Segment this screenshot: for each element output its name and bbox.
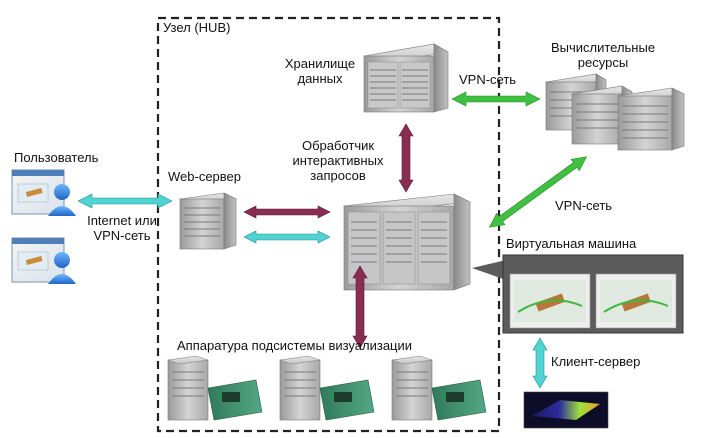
client-server-label: Клиент-сервер <box>551 354 641 369</box>
vpn-top-arrow <box>451 91 541 107</box>
compute-server-icon <box>617 87 685 151</box>
viz-server-icon <box>391 355 487 421</box>
hub-label: Узел (HUB) <box>163 20 231 35</box>
vpn-top-label: VPN-сеть <box>459 72 517 87</box>
viz-server-icon <box>279 355 375 421</box>
vpn-right-arrow <box>488 156 588 228</box>
storage-label: Хранилище данных <box>284 56 356 86</box>
viz-label: Аппаратура подсистемы визуализации <box>177 338 413 353</box>
vm-label: Виртуальная машина <box>506 236 637 251</box>
handler-server-icon <box>342 193 472 291</box>
user-label: Пользователь <box>14 150 99 165</box>
user-icon <box>11 237 76 284</box>
web-to-handler-arrow-2 <box>243 230 331 244</box>
handler-to-viz-arrow <box>352 265 368 349</box>
web-to-handler-arrow <box>243 205 331 219</box>
internet-arrow <box>77 193 173 209</box>
web-server-icon <box>178 192 238 250</box>
web-server-label: Web-сервер <box>168 169 242 184</box>
client-server-arrow <box>532 337 548 389</box>
viz-server-icon <box>167 355 263 421</box>
virtual-machine-panel <box>472 254 684 334</box>
storage-to-handler-arrow <box>398 123 414 193</box>
vpn-right-label: VPN-сеть <box>555 198 613 213</box>
storage-server-icon <box>363 43 449 113</box>
viz-output-icon <box>523 391 609 429</box>
user-icon <box>11 169 76 216</box>
compute-label: Вычислительные ресурсы <box>550 40 656 70</box>
internet-label: Internet или VPN-сеть <box>87 213 157 243</box>
handler-label: Обработчик интерактивных запросов <box>292 138 384 183</box>
